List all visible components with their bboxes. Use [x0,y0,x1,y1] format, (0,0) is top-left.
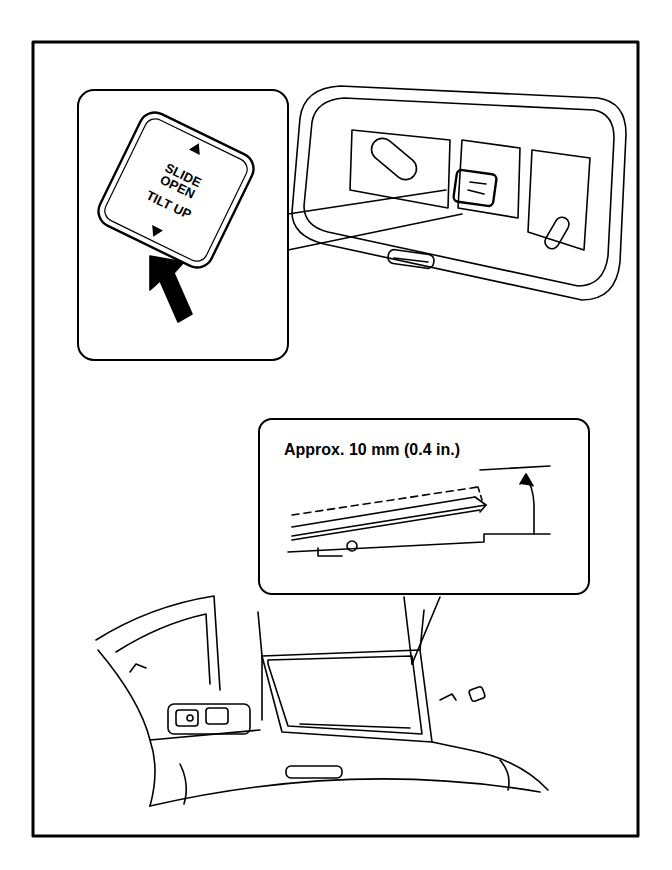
up-triangle [189,141,204,155]
leader-line [288,214,462,250]
tilt-section [288,466,550,664]
overhead-console [292,86,626,300]
dimension-label: Approx. 10 mm (0.4 in.) [284,440,574,459]
down-triangle [148,225,163,239]
sunroof-switch: SLIDE OPENTILT UP [90,104,261,275]
roof-interior [96,596,548,806]
callout-box: Approx. 10 mm (0.4 in.) [258,418,590,595]
frame [33,42,638,836]
inset-frame [78,90,288,360]
push-arrow [150,256,192,322]
